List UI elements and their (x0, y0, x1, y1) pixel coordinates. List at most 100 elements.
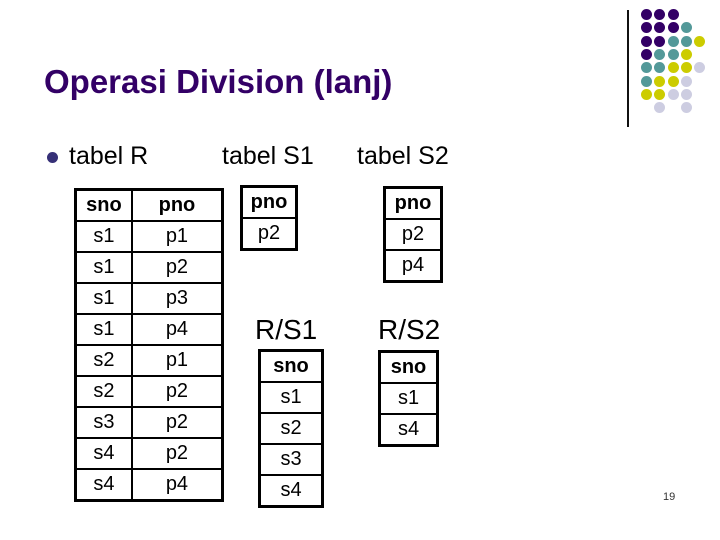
data-cell: s1 (74, 251, 133, 284)
table-row: p4 (383, 249, 443, 283)
data-cell: s4 (378, 413, 439, 447)
teal-dot-icon (667, 48, 679, 60)
table-row: p2 (240, 217, 298, 251)
gray-dot-icon (680, 102, 692, 114)
teal-dot-icon (641, 75, 652, 87)
purple-dot-icon (667, 22, 679, 34)
teal-dot-icon (667, 35, 679, 47)
data-cell: s1 (74, 313, 133, 346)
label-r-div-s2: R/S2 (378, 314, 441, 345)
gray-dot-icon (680, 75, 692, 87)
table-row: p2 (383, 218, 443, 251)
yellow-dot-icon (667, 62, 679, 74)
data-cell: p1 (130, 344, 224, 377)
page-number: 19 (663, 491, 676, 503)
table-row: s4 (378, 413, 439, 447)
table-row: s3 (258, 443, 324, 476)
data-cell: p2 (130, 406, 224, 439)
data-cell: s2 (258, 412, 324, 445)
teal-dot-icon (680, 35, 692, 47)
decorative-vertical-line (627, 10, 629, 127)
data-cell: s2 (74, 344, 133, 377)
purple-dot-icon (641, 9, 652, 20)
data-cell: p2 (240, 217, 298, 251)
purple-dot-icon (641, 22, 652, 34)
data-cell: p4 (130, 468, 224, 502)
slide-title: Operasi Division (lanj) (44, 63, 393, 100)
purple-dot-icon (654, 35, 666, 47)
yellow-dot-icon (654, 75, 666, 87)
data-cell: s1 (74, 220, 133, 253)
label-tabel-s2: tabel S2 (357, 142, 449, 170)
teal-dot-icon (654, 62, 666, 74)
data-cell: s2 (74, 375, 133, 408)
purple-dot-icon (641, 35, 652, 47)
label-tabel-s1: tabel S1 (222, 142, 314, 170)
purple-dot-icon (654, 9, 666, 20)
purple-dot-icon (641, 48, 652, 60)
gray-dot-icon (680, 88, 692, 100)
purple-dot-icon (667, 9, 679, 20)
table-row: pno (383, 186, 443, 220)
bullet-icon (47, 152, 58, 163)
data-cell: s4 (74, 437, 133, 470)
data-cell: s1 (74, 282, 133, 315)
table-row: s1 (258, 381, 324, 414)
data-cell: p1 (130, 220, 224, 253)
yellow-dot-icon (667, 75, 679, 87)
data-cell: p2 (383, 218, 443, 251)
table-row: sno (258, 349, 324, 383)
data-cell: s3 (74, 406, 133, 439)
yellow-dot-icon (680, 48, 692, 60)
data-cell: s1 (258, 381, 324, 414)
yellow-dot-icon (654, 88, 666, 100)
decorative-dot-pattern (641, 9, 716, 119)
purple-dot-icon (654, 22, 666, 34)
data-cell: s1 (378, 382, 439, 415)
yellow-dot-icon (641, 88, 652, 100)
table-row: sno (378, 350, 439, 384)
gray-dot-icon (654, 102, 666, 114)
data-cell: p3 (130, 282, 224, 315)
yellow-dot-icon (680, 62, 692, 74)
table-row: s1 (378, 382, 439, 415)
data-cell: p4 (130, 313, 224, 346)
data-cell: s4 (258, 474, 324, 508)
column-header-cell: pno (383, 186, 443, 220)
data-cell: p4 (383, 249, 443, 283)
label-r-div-s1: R/S1 (255, 314, 318, 345)
teal-dot-icon (654, 48, 666, 60)
column-header-cell: sno (378, 350, 439, 384)
column-header-cell: sno (258, 349, 324, 383)
data-cell: p2 (130, 437, 224, 470)
teal-dot-icon (641, 62, 652, 74)
column-header-cell: pno (240, 185, 298, 219)
data-cell: p2 (130, 375, 224, 408)
table-row: pno (240, 185, 298, 219)
data-cell: s3 (258, 443, 324, 476)
table-row: s2 (258, 412, 324, 445)
teal-dot-icon (680, 22, 692, 34)
label-tabel-r: tabel R (69, 142, 149, 170)
gray-dot-icon (694, 62, 706, 74)
data-cell: s4 (74, 468, 133, 502)
gray-dot-icon (667, 88, 679, 100)
column-header-cell: sno (74, 188, 133, 222)
table-row: s4 (258, 474, 324, 508)
